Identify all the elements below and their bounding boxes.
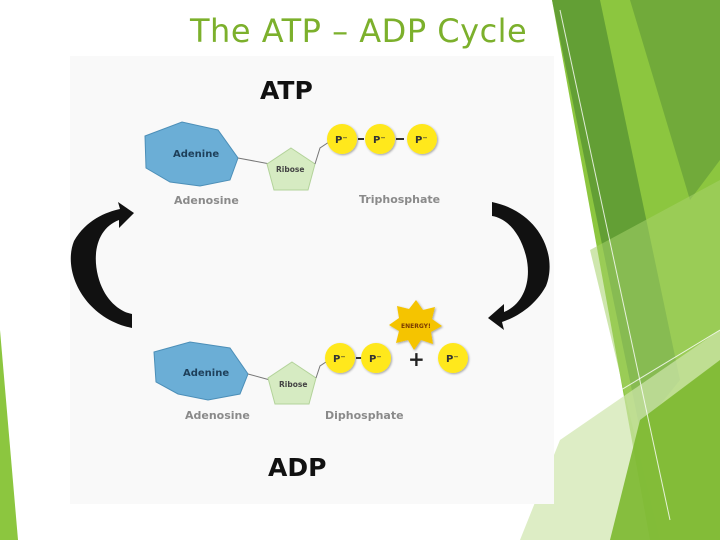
right-cycle-arrow [488,202,550,330]
atp-bond-1 [237,157,271,165]
diagram-image: ATP Adenine Ribose P⁻ P⁻ P⁻ Adenosine Tr… [70,56,554,504]
atp-adenosine-label: Adenosine [174,194,239,207]
deco-line-2 [554,329,720,431]
atp-adp-diagram: ATP Adenine Ribose P⁻ P⁻ P⁻ Adenosine Tr… [70,76,550,482]
energy-label: ENERGY! [401,323,431,330]
atp-phosphate-3-label: P⁻ [415,135,428,146]
adp-ribose-label: Ribose [279,380,307,389]
atp-ribose-shape [266,147,316,191]
atp-adenine-shape [144,121,239,187]
atp-phosphate-2-label: P⁻ [373,135,386,146]
left-cycle-arrow [70,202,134,328]
adp-phosphate-2 [361,343,391,373]
adp-adenosine-label: Adenosine [185,409,250,422]
deco-shape-left [0,330,18,540]
deco-shape-6 [610,360,720,540]
adp-bond-1 [247,373,271,381]
adp-ribose-shape [267,361,317,405]
adp-phosphate-1-label: P⁻ [333,354,346,365]
adp-plus-sign: + [408,347,425,371]
atp-title: ATP [260,76,313,105]
adp-adenine-label: Adenine [183,368,229,379]
adp-phosphate-1 [325,343,355,373]
adp-diphosphate-label: Diphosphate [325,409,404,422]
deco-shape-3 [630,0,720,200]
atp-triphosphate-label: Triphosphate [359,193,440,206]
deco-line-1 [559,9,671,521]
adp-adenine-shape [153,341,249,401]
atp-ribose-label: Ribose [276,165,304,174]
energy-burst [389,300,442,350]
atp-phosphate-2 [365,124,395,154]
free-phosphate-label: P⁻ [446,354,459,365]
atp-phosphate-3 [407,124,437,154]
slide-title: The ATP – ADP Cycle [190,12,528,50]
adp-title: ADP [268,453,326,482]
atp-phosphate-1 [327,124,357,154]
atp-phosphate-1-label: P⁻ [335,135,348,146]
adp-phosphate-2-label: P⁻ [369,354,382,365]
free-phosphate [438,343,468,373]
atp-adenine-label: Adenine [173,149,219,160]
